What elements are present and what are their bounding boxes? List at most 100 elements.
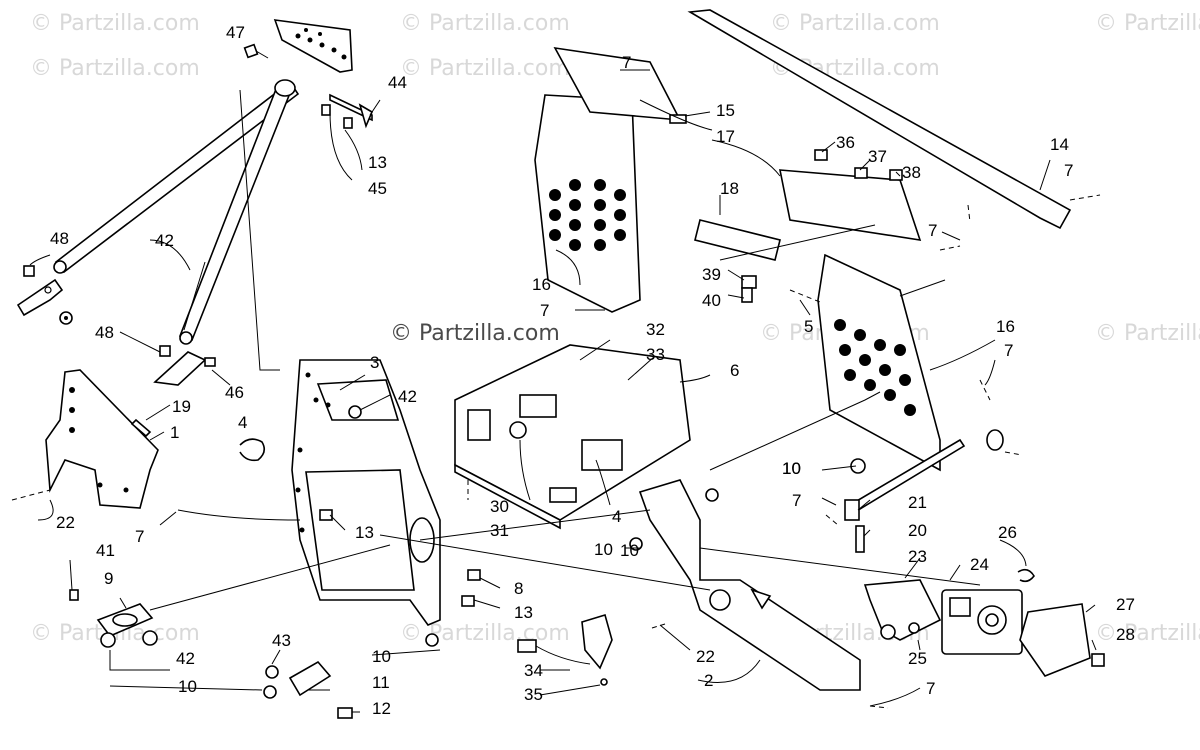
callout-11: 11 (372, 673, 390, 692)
callout-48: 48 (50, 229, 69, 248)
callout-22b: 22 (696, 647, 715, 666)
callout-20: 20 (908, 521, 927, 540)
callout-6: 6 (730, 361, 739, 380)
callout-1: 1 (170, 423, 179, 442)
foot-bracket-lower (153, 345, 216, 386)
callout-2: 2 (704, 671, 713, 690)
callout-26: 26 (998, 523, 1017, 542)
regulator-24 (908, 589, 1023, 655)
side-plate-2 (638, 479, 861, 691)
callout-5: 5 (804, 317, 813, 336)
callout-8: 8 (514, 579, 523, 598)
callout-10: 10 (178, 677, 197, 696)
callout-4: 4 (238, 413, 247, 432)
callout-10d: 10 (782, 459, 801, 478)
watermark-text: © Partzilla.com (1095, 11, 1200, 36)
callout-7g: 7 (1004, 341, 1013, 360)
callout-7c: 7 (540, 301, 549, 320)
callout-39: 39 (702, 265, 721, 284)
callout-labels: 4 7 44 13 45 48 46 42 48 3 42 19 1 4 22 7… (50, 23, 1135, 718)
foot-bracket-48 (16, 265, 64, 317)
watermark-text: © Partzilla.com (770, 11, 940, 36)
watermark-text: © Partzilla.com (400, 11, 570, 36)
bracket-9 (96, 603, 154, 637)
callout-19: 19 (172, 397, 191, 416)
callout-35: 35 (524, 685, 543, 704)
bolt-47 (243, 43, 269, 59)
nuts-bottom-left (69, 589, 158, 648)
callout-10e: 10 (782, 459, 801, 478)
callout-41: 41 (96, 541, 115, 560)
callout-42c: 42 (176, 649, 195, 668)
screws-36-38 (814, 149, 903, 181)
callout-34: 34 (524, 661, 543, 680)
ring-26 (1017, 568, 1035, 583)
callout-4b: 4 (612, 507, 621, 526)
heat-shield-16-upper (534, 94, 641, 313)
cover-27 (1019, 603, 1105, 677)
bracket-23 (863, 579, 942, 641)
callout-45: 45 (368, 179, 387, 198)
bracket-18 (694, 219, 781, 303)
callout-22: 22 (56, 513, 75, 532)
rod-21 (844, 429, 1004, 553)
callout-31: 31 (490, 521, 509, 540)
callout-13c: 13 (514, 603, 533, 622)
callout-13: 13 (368, 153, 387, 172)
callout-10b: 10 (372, 647, 391, 666)
callout-14: 14 (1050, 135, 1069, 154)
callout-9: 9 (104, 569, 113, 588)
callout-7: 7 (135, 527, 144, 546)
callout-25: 25 (908, 649, 927, 668)
watermark-text: © Partzilla.com (1095, 621, 1200, 646)
callout-12: 12 (372, 699, 391, 718)
callout-3: 3 (370, 353, 379, 372)
callout-27: 27 (1116, 595, 1135, 614)
watermark-text: © Partzilla.com (30, 56, 200, 81)
support-strut-46 (53, 79, 300, 345)
callout-7e: 7 (1064, 161, 1073, 180)
callout-23: 23 (908, 547, 927, 566)
callout-37: 37 (868, 147, 887, 166)
callout-43: 43 (272, 631, 291, 650)
callout-48b: 46 (225, 383, 244, 402)
callout-18: 18 (720, 179, 739, 198)
callout-42: 48 (95, 323, 114, 342)
nut-42 (59, 311, 73, 325)
callout-30: 30 (490, 497, 509, 516)
callout-10c: 10 (594, 540, 613, 559)
callout-16b: 16 (996, 317, 1015, 336)
side-bracket-1 (45, 369, 159, 509)
callout-42b: 42 (398, 387, 417, 406)
callout-28: 28 (1116, 625, 1135, 644)
upper-mount-bracket (273, 19, 353, 73)
main-frame-3 (291, 359, 441, 626)
extra-callouts: 10 34 35 (524, 541, 639, 704)
watermark-center: © Partzilla.com (390, 321, 560, 346)
callout-10f: 10 (620, 541, 639, 560)
callout-40: 40 (702, 291, 721, 310)
callout-16: 16 (532, 275, 551, 294)
callout-36: 36 (836, 133, 855, 152)
callout-33: 33 (646, 345, 665, 364)
callout-13b: 13 (355, 523, 374, 542)
bolts-8-13 (319, 509, 481, 607)
watermark-text: © Partzilla.com (1095, 321, 1200, 346)
callout-46: 42 (155, 231, 174, 250)
callout-44: 44 (388, 73, 407, 92)
callout-15: 15 (716, 101, 735, 120)
watermark-text: © Partzilla.com (30, 11, 200, 36)
callout-21: 21 (908, 493, 927, 512)
callout-32: 32 (646, 320, 665, 339)
callout-7h: 7 (792, 491, 801, 510)
callout-38: 38 (902, 163, 921, 182)
small-bracket-44 (321, 93, 374, 129)
watermark-text: © Partzilla.com (400, 621, 570, 646)
heat-shield-16-right (817, 253, 941, 472)
watermark-layer: © Partzilla.com © Partzilla.com © Partzi… (30, 11, 1200, 646)
leader-lines (11, 69, 1101, 713)
callout-17: 17 (716, 127, 735, 146)
ring-clip-4 (239, 438, 266, 462)
callout-24: 24 (970, 555, 989, 574)
